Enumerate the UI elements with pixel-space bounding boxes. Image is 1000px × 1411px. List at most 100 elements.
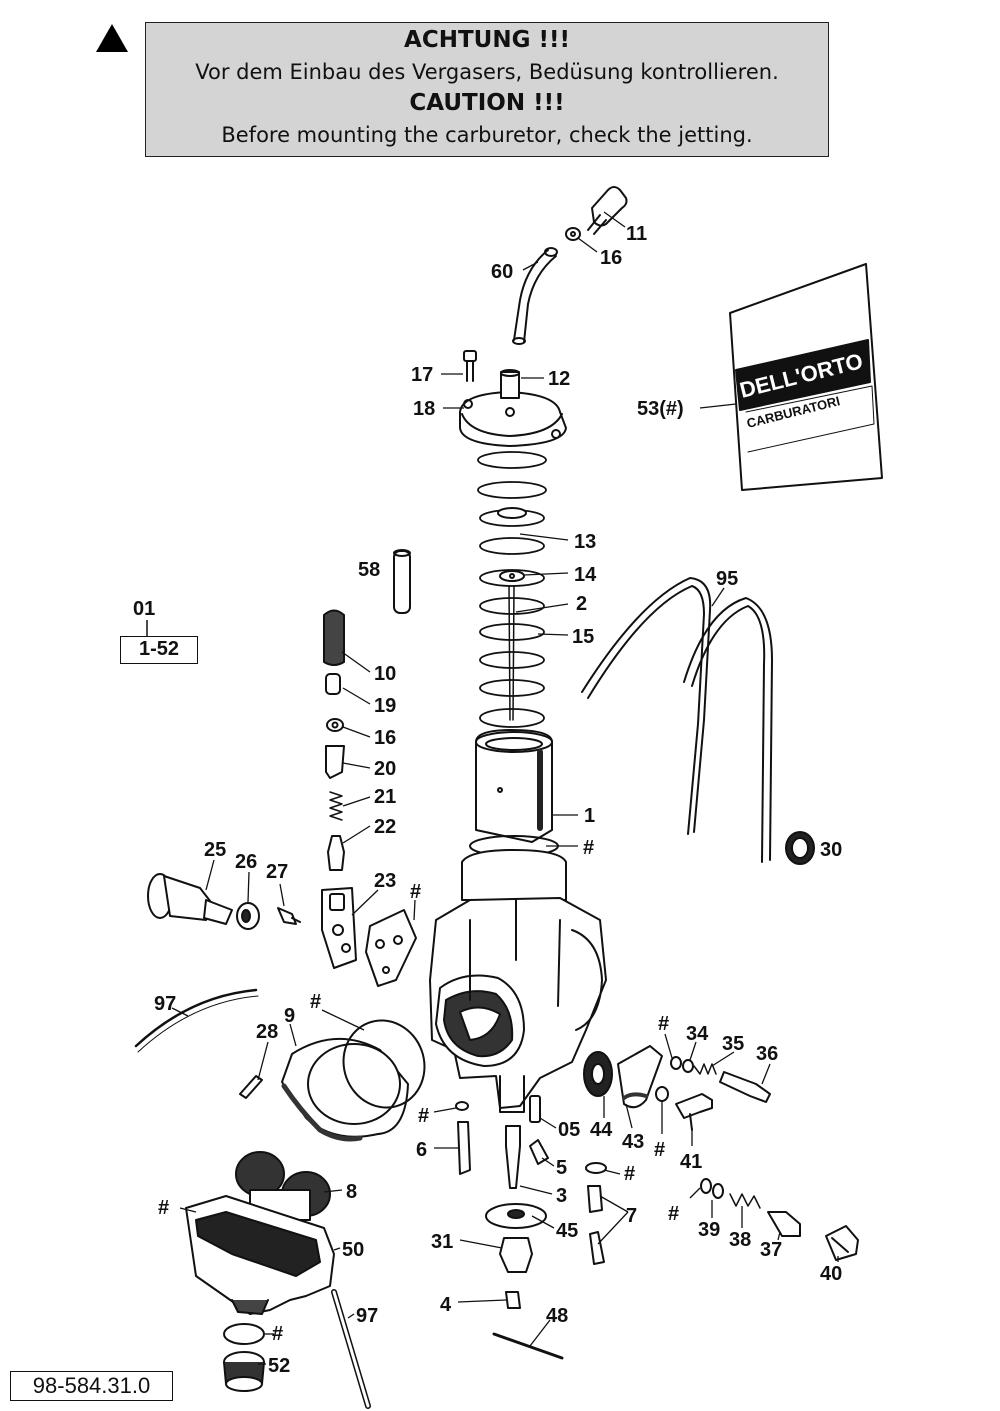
warning-triangle-icon <box>96 24 128 52</box>
part-float-bowl-50 <box>185 1195 335 1315</box>
part-needle-clip <box>497 507 527 519</box>
part-cable-adjuster <box>587 186 628 235</box>
part-choke-body <box>321 887 357 969</box>
label-hash-10: # <box>272 1323 283 1345</box>
group-id: 01 <box>133 598 156 620</box>
part-drain-plug-52 <box>223 1351 265 1392</box>
label-9: 9 <box>284 1005 295 1027</box>
part-washer-39 <box>700 1178 724 1199</box>
label-hash-1: # <box>583 837 594 859</box>
part-jet-6 <box>457 1121 471 1175</box>
warning-heading-de: ACHTUNG !!! <box>404 27 570 53</box>
label-97b: 97 <box>356 1305 378 1327</box>
part-choke-plunger <box>147 873 233 925</box>
part-grommet <box>785 831 815 865</box>
part-choke-gasket <box>365 909 417 987</box>
part-valve-7b <box>589 1231 605 1265</box>
part-nut-top <box>565 227 581 241</box>
part-banjo-41 <box>675 1093 713 1131</box>
label-40: 40 <box>820 1263 842 1285</box>
label-05: 05 <box>558 1119 580 1141</box>
part-washer-43 <box>655 1086 669 1102</box>
part-jet-3 <box>505 1125 521 1189</box>
part-tube-58 <box>393 549 411 614</box>
label-95: 95 <box>716 568 738 590</box>
label-39: 39 <box>698 1219 720 1241</box>
part-slide-spring <box>477 451 547 728</box>
label-hash-7: # <box>624 1163 635 1185</box>
label-hash-5: # <box>418 1105 429 1127</box>
warning-text-en: Before mounting the carburetor, check th… <box>221 123 753 147</box>
part-spring-38 <box>729 1193 761 1209</box>
label-34: 34 <box>686 1023 709 1045</box>
part-washer-45 <box>485 1203 547 1229</box>
label-hash-3: # <box>310 991 321 1013</box>
label-53: 53(#) <box>637 398 684 420</box>
part-screw-36 <box>719 1071 771 1103</box>
part-jet-05 <box>529 1095 541 1123</box>
caution-box: ACHTUNG !!! Vor dem Einbau des Vergasers… <box>145 22 829 157</box>
label-38: 38 <box>729 1229 751 1251</box>
label-3: 3 <box>556 1185 567 1207</box>
label-11: 11 <box>626 223 647 245</box>
label-hash-8: # <box>158 1197 169 1219</box>
warning-heading-en: CAUTION !!! <box>409 90 565 116</box>
part-needle-washer <box>499 570 525 582</box>
label-15: 15 <box>572 626 594 648</box>
part-screw-28 <box>239 1075 263 1099</box>
part-oring-bottom <box>223 1323 265 1345</box>
label-21: 21 <box>374 786 396 808</box>
part-cap-40 <box>825 1225 859 1261</box>
warning-text-de: Vor dem Einbau des Vergasers, Bedüsung k… <box>195 60 779 84</box>
label-17: 17 <box>411 364 433 386</box>
leader-lines <box>171 211 839 1365</box>
part-needle-37 <box>767 1211 801 1237</box>
part-hose-97a <box>134 988 259 1053</box>
label-58: 58 <box>358 559 380 581</box>
part-jet-5 <box>529 1139 549 1165</box>
part-air-screw-boot <box>323 609 345 666</box>
label-28: 28 <box>256 1021 278 1043</box>
part-vent-hose <box>512 247 558 345</box>
part-jet-kit-bag <box>729 263 883 491</box>
label-25: 25 <box>204 839 226 861</box>
label-hash-2: # <box>410 881 421 903</box>
part-ring-6 <box>455 1101 469 1111</box>
label-8: 8 <box>346 1181 357 1203</box>
part-washer-34 <box>670 1056 694 1073</box>
part-adjuster-20 <box>325 745 345 779</box>
label-31: 31 <box>431 1231 453 1253</box>
label-60: 60 <box>491 261 513 283</box>
label-hash-9: # <box>668 1203 679 1225</box>
label-6: 6 <box>416 1139 427 1161</box>
part-nut-16 <box>326 718 344 732</box>
label-5: 5 <box>556 1157 567 1179</box>
group-range: 1-52 <box>120 636 198 664</box>
document-number: 98-584.31.0 <box>10 1371 173 1401</box>
label-14: 14 <box>574 564 597 586</box>
part-pump-cover-43 <box>617 1045 663 1109</box>
label-37: 37 <box>760 1239 782 1261</box>
part-jet-needle <box>508 585 515 721</box>
label-19: 19 <box>374 695 396 717</box>
part-screw-27 <box>277 907 301 925</box>
label-22: 22 <box>374 816 396 838</box>
label-13: 13 <box>574 531 596 553</box>
part-washer-7 <box>585 1162 607 1174</box>
label-20: 20 <box>374 758 396 780</box>
label-hash-4: # <box>658 1013 669 1035</box>
part-overflow-hoses <box>581 577 773 863</box>
label-36: 36 <box>756 1043 778 1065</box>
label-16b: 16 <box>374 727 396 749</box>
part-spring-21 <box>329 791 343 821</box>
label-44: 44 <box>590 1119 613 1141</box>
label-48: 48 <box>546 1305 568 1327</box>
label-2: 2 <box>576 593 587 615</box>
part-jet-holder-31 <box>499 1237 533 1273</box>
label-52: 52 <box>268 1355 290 1377</box>
part-adjuster-19 <box>325 673 341 695</box>
label-hash-6: # <box>654 1139 665 1161</box>
part-throttle-slide <box>475 729 553 843</box>
part-hose-97b <box>331 1289 371 1409</box>
part-rod-48 <box>492 1332 564 1360</box>
